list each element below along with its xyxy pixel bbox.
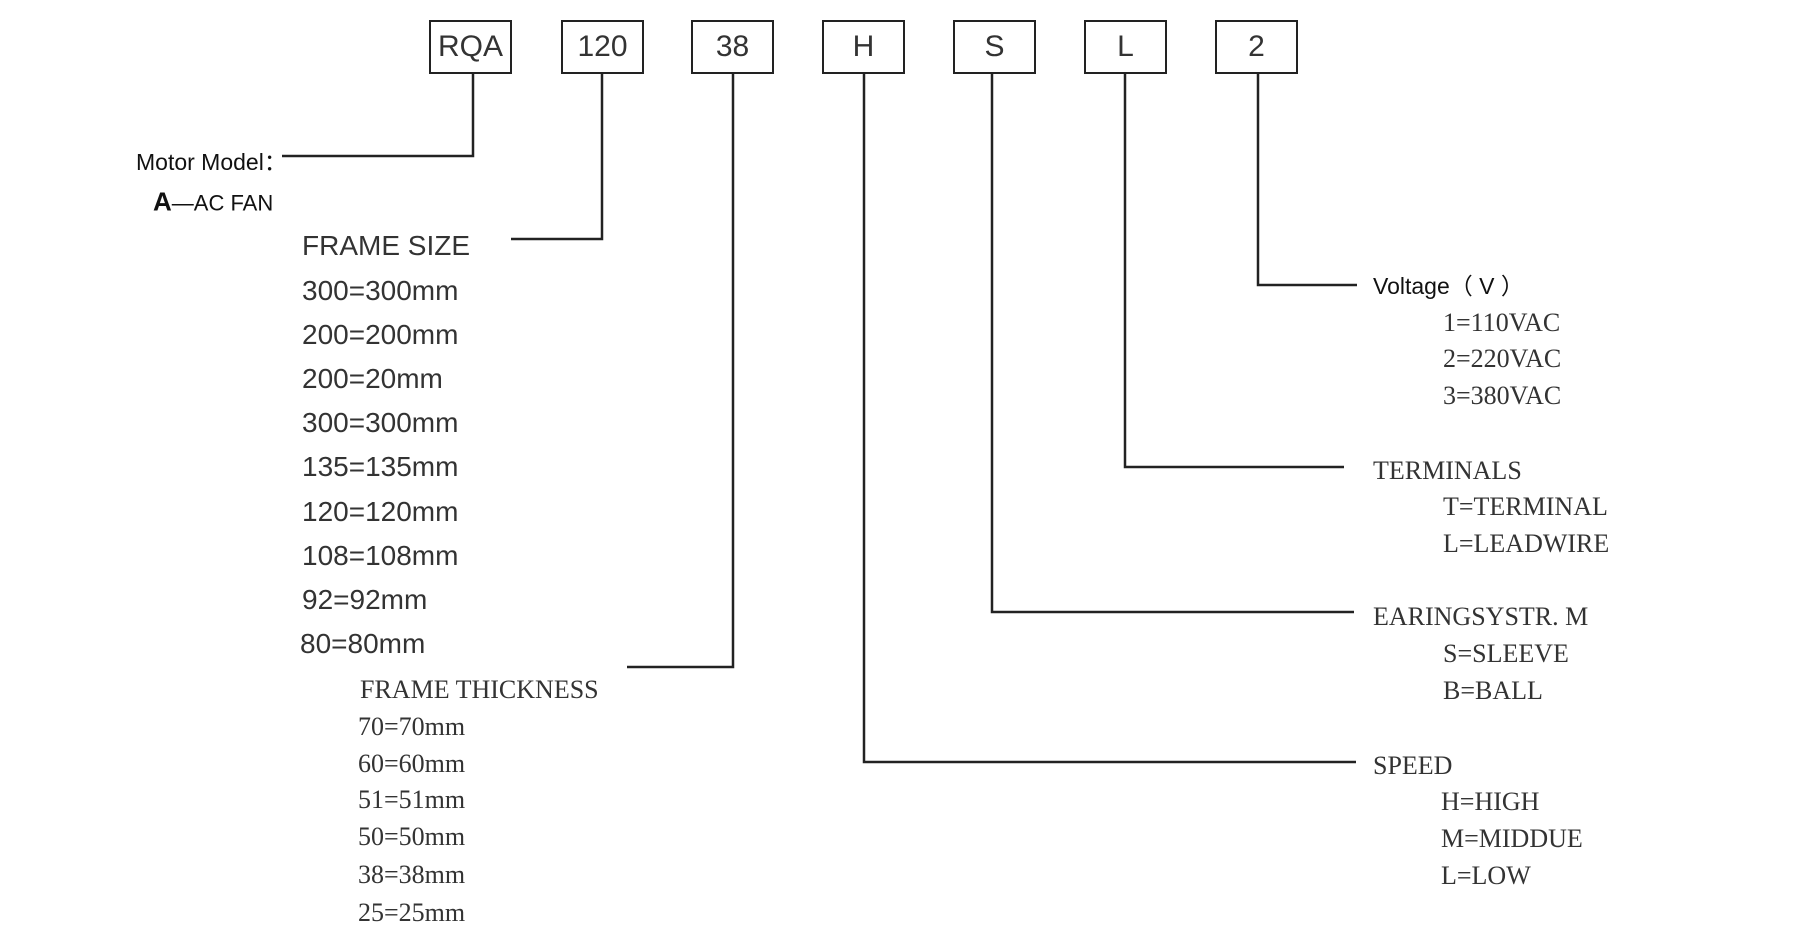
speed-item: H=HIGH	[1441, 787, 1540, 816]
line-model	[282, 74, 475, 158]
bearing-item: S=SLEEVE	[1443, 639, 1569, 668]
terminals-title: TERMINALS	[1373, 456, 1522, 485]
frame-size-title: FRAME SIZE	[302, 230, 471, 261]
motor-model-desc: —AC FAN	[171, 190, 274, 216]
terminals-item: L=LEADWIRE	[1443, 529, 1610, 558]
frame-thickness-item: 70=70mm	[358, 712, 466, 741]
frame-thickness-item: 60=60mm	[358, 749, 466, 778]
frame-size-item: 200=200mm	[302, 319, 459, 350]
frame-size-item: 92=92mm	[302, 584, 428, 615]
frame-size-item: 80=80mm	[300, 628, 426, 659]
speed-item: L=LOW	[1441, 861, 1531, 890]
frame-size-item: 300=300mm	[302, 407, 459, 438]
frame-size-item: 135=135mm	[302, 451, 459, 482]
line-terminals	[1123, 74, 1344, 469]
line-speed	[862, 74, 1356, 764]
speed-title: SPEED	[1373, 751, 1453, 780]
motor-model-prefix: A	[153, 186, 172, 217]
frame-thickness-item: 38=38mm	[358, 860, 466, 889]
frame-thickness-title: FRAME THICKNESS	[360, 675, 599, 704]
motor-model-type: A—AC FAN	[153, 187, 273, 218]
motor-model-label: Motor Model：	[136, 149, 287, 175]
frame-size-item: 200=20mm	[302, 363, 443, 394]
voltage-item: 2=220VAC	[1443, 344, 1562, 373]
frame-size-item: 300=300mm	[302, 275, 459, 306]
voltage-title: Voltage（ V ）	[1373, 273, 1524, 299]
line-voltage	[1256, 74, 1357, 287]
code-box-terminals: L	[1084, 20, 1167, 74]
code-box-voltage: 2	[1215, 20, 1298, 74]
code-box-model: RQA	[429, 20, 512, 74]
voltage-item: 3=380VAC	[1443, 381, 1562, 410]
bearing-item: B=BALL	[1443, 676, 1543, 705]
code-box-bearing: S	[953, 20, 1036, 74]
terminals-item: T=TERMINAL	[1443, 492, 1608, 521]
line-frame-thickness	[627, 74, 735, 669]
line-bearing	[990, 74, 1354, 614]
voltage-item: 1=110VAC	[1443, 308, 1561, 337]
frame-size-item: 108=108mm	[302, 540, 459, 571]
frame-thickness-item: 51=51mm	[358, 785, 466, 814]
frame-thickness-item: 25=25mm	[358, 898, 466, 927]
line-frame-size	[511, 74, 604, 241]
code-box-speed: H	[822, 20, 905, 74]
frame-thickness-item: 50=50mm	[358, 822, 466, 851]
code-box-frame-size: 120	[561, 20, 644, 74]
speed-item: M=MIDDUE	[1441, 824, 1583, 853]
code-box-frame-thickness: 38	[691, 20, 774, 74]
bearing-title: EARINGSYSTR. M	[1373, 602, 1589, 631]
frame-size-item: 120=120mm	[302, 496, 459, 527]
